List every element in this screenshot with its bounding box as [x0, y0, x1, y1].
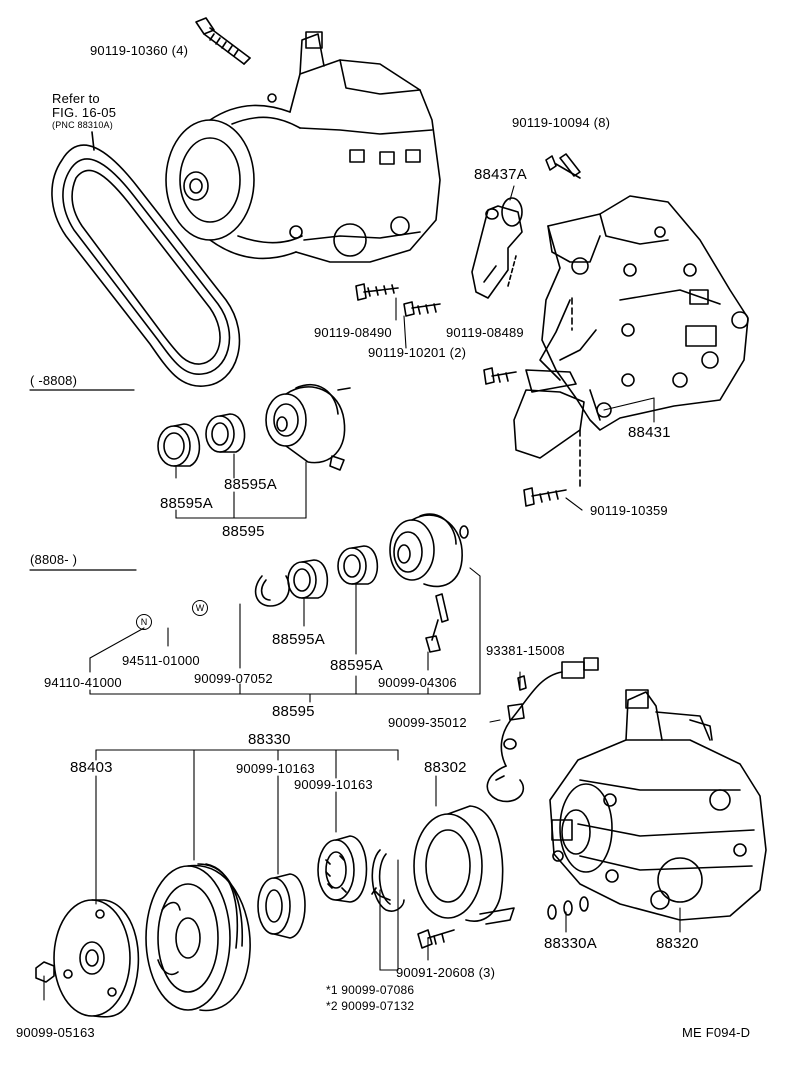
- label-bolt-08489: 90119-08489: [446, 325, 524, 340]
- bracket-88431-drawing: [507, 195, 749, 489]
- label-idler-88595b: 88595: [272, 703, 315, 720]
- label-bracket-88437a: 88437A: [474, 166, 527, 183]
- label-shim-88330a: 88330A: [544, 935, 597, 952]
- badge-w: W: [192, 600, 208, 616]
- drive-belt: [51, 131, 241, 387]
- upper-compressor-drawing: [165, 31, 441, 263]
- badge-n: N: [136, 614, 152, 630]
- label-nut-05163: 90099-05163: [16, 1025, 95, 1040]
- label-part-93381: 93381-15008: [486, 643, 565, 658]
- label-idler-88595: 88595: [222, 523, 265, 540]
- label-coil-88302: 88302: [424, 759, 467, 776]
- label-bearing-10163b: 90099-10163: [294, 777, 373, 792]
- label-figure-code: ME F094-D: [682, 1025, 751, 1040]
- label-snap-07132: *2 90099-07132: [326, 999, 415, 1013]
- lower-compressor-drawing: [547, 689, 767, 921]
- label-bolt-08490: 90119-08490: [314, 325, 392, 340]
- idler-set-new-drawing: [29, 513, 481, 703]
- wire-harness-drawing: [486, 657, 599, 803]
- label-refer-line2: FIG. 16-05: [52, 105, 117, 120]
- leader-lines-upper: [395, 185, 655, 511]
- label-bearing-a1: 88595A: [224, 476, 277, 493]
- label-compressor-88320: 88320: [656, 935, 699, 952]
- label-range-old: ( -8808): [30, 373, 78, 388]
- label-bolt-20608: 90091-20608 (3): [396, 965, 496, 980]
- label-bolt-10359: 90119-10359: [590, 503, 668, 518]
- label-plate-88403: 88403: [70, 759, 113, 776]
- label-part-94110: 94110-41000: [44, 675, 122, 690]
- label-part-35012: 90099-35012: [388, 715, 467, 730]
- clutch-group-leaders: [43, 749, 681, 1001]
- label-range-new: (8808- ): [30, 552, 78, 567]
- label-bolt-10360: 90119-10360 (4): [90, 43, 189, 58]
- idler-set-old-drawing: [29, 383, 351, 519]
- label-bearing-a3: 88595A: [272, 631, 325, 648]
- label-ring-07052: 90099-07052: [194, 671, 273, 686]
- label-snap-07086: *1 90099-07086: [326, 983, 415, 997]
- bracket-88437a-drawing: [471, 153, 581, 299]
- label-refer-line1: Refer to: [52, 91, 100, 106]
- bolt-10360-drawing: [195, 17, 251, 65]
- label-part-94511: 94511-01000: [122, 653, 200, 668]
- label-bolt-10201: 90119-10201 (2): [368, 345, 467, 360]
- label-refer-line3: (PNC 88310A): [52, 120, 113, 130]
- label-bracket-88431: 88431: [628, 424, 671, 441]
- label-bolt-10094: 90119-10094 (8): [512, 115, 611, 130]
- small-bolts-drawing: [355, 155, 581, 507]
- clutch-parts-drawing: [35, 805, 515, 1018]
- label-bearing-a2: 88595A: [160, 495, 213, 512]
- label-bolt-04306: 90099-04306: [378, 675, 457, 690]
- label-bearing-a4: 88595A: [330, 657, 383, 674]
- label-bearing-10163a: 90099-10163: [236, 761, 315, 776]
- label-clutch-88330: 88330: [248, 731, 291, 748]
